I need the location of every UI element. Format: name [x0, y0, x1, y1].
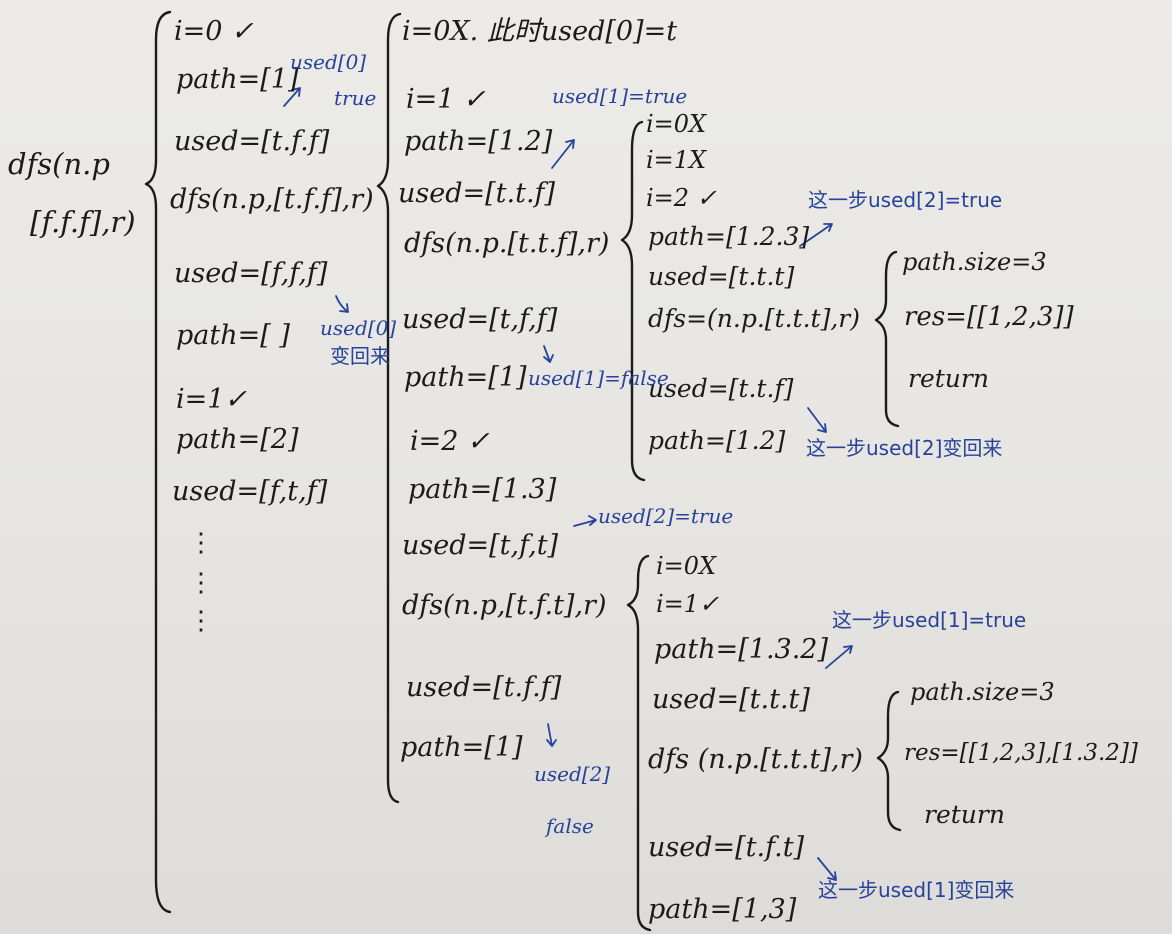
- l3b-i0: i=0X: [656, 552, 717, 580]
- l1-continuation-dots-1: ⋮: [188, 528, 214, 558]
- brace-level3a: [620, 120, 646, 482]
- l1-i0: i=0 ✓: [174, 16, 254, 47]
- note-used2: used[2]: [534, 762, 611, 786]
- l2b-i2: i=2 ✓: [410, 426, 490, 457]
- l2a-used-restore: used=[t,f,f]: [402, 304, 558, 335]
- l3a-used-restore: used=[t.t.f]: [648, 374, 794, 403]
- l3a-i2: i=2 ✓: [646, 184, 717, 212]
- l2b-used: used=[t,f,t]: [402, 530, 559, 561]
- arrow-used2-true-b: [573, 515, 597, 527]
- arrow-used0-true: [283, 87, 301, 107]
- l3b-i1: i=1✓: [656, 590, 720, 618]
- l3a-i1: i=1X: [646, 146, 707, 174]
- brace-level3b: [626, 554, 652, 932]
- l2a-i1: i=1 ✓: [406, 84, 486, 115]
- l2b-used-restore: used=[t.f.f]: [406, 672, 562, 703]
- l1-path-restore: path=[ ]: [176, 320, 290, 351]
- l1-continuation-dots-2: ⋮: [188, 568, 214, 598]
- l4b-size: path.size=3: [910, 678, 1055, 706]
- l4a-return: return: [908, 364, 989, 393]
- root-call-line2: [f.f.f],r): [30, 205, 136, 239]
- note-true: true: [334, 86, 377, 110]
- l2b-path: path=[1.3]: [408, 474, 557, 505]
- l2a-dfs: dfs(n.p.[t.t.f],r): [404, 228, 610, 259]
- note-used0-restore: used[0]: [320, 316, 397, 340]
- arrow-used1-false: [543, 345, 554, 363]
- l3b-path: path=[1.3.2]: [654, 634, 829, 665]
- arrow-used0-restore: [335, 295, 349, 313]
- brace-level1: [144, 10, 172, 914]
- l1-used: used=[t.f.f]: [174, 126, 330, 157]
- note-step-used1-restore: 这一步used[1]变回来: [818, 878, 1015, 902]
- brace-level2: [376, 12, 402, 804]
- arrow-used2-true-a: [799, 223, 833, 247]
- l3a-used: used=[t.t.t]: [648, 262, 795, 291]
- l1-used-restore: used=[f,f,f]: [174, 258, 328, 289]
- l2a-i0: i=0X. 此时used[0]=t: [402, 16, 678, 47]
- l1-dfs: dfs(n.p,[t.f.f],r): [170, 184, 374, 215]
- l4b-return: return: [924, 800, 1005, 829]
- note-false: false: [546, 814, 594, 838]
- l2a-path-restore: path=[1]: [404, 362, 527, 393]
- l1-used2: used=[f,t,f]: [172, 476, 328, 507]
- l1-path: path=[1]: [176, 64, 299, 95]
- l1-path2: path=[2]: [176, 424, 299, 455]
- l3b-path-restore: path=[1,3]: [648, 894, 797, 925]
- l3a-dfs: dfs=(n.p.[t.t.t],r): [648, 304, 860, 333]
- root-call-line1: dfs(n.p: [8, 147, 110, 181]
- arrow-used1-true: [551, 139, 575, 169]
- note-used0: used[0]: [290, 50, 367, 74]
- arrow-used2-false: [546, 723, 557, 747]
- l2b-dfs: dfs(n.p,[t.f.t],r): [402, 590, 607, 621]
- l3b-used: used=[t.t.t]: [652, 684, 810, 715]
- arrow-used1-true-b: [825, 645, 853, 669]
- note-step-used2-true: 这一步used[2]=true: [808, 188, 1003, 212]
- l4a-size: path.size=3: [902, 248, 1047, 276]
- l1-continuation-dots-3: ⋮: [188, 606, 214, 636]
- l3a-i0: i=0X: [646, 110, 707, 138]
- note-used1-false: used[1]=false: [528, 366, 669, 390]
- note-step-used1-true: 这一步used[1]=true: [832, 608, 1027, 632]
- l2a-used: used=[t.t.f]: [398, 178, 556, 209]
- brace-level4a: [874, 250, 900, 428]
- arrow-used1-restore-b: [817, 857, 837, 881]
- brace-level4b: [876, 690, 902, 832]
- l2a-path: path=[1.2]: [404, 126, 553, 157]
- l4a-res: res=[[1,2,3]]: [904, 302, 1074, 332]
- l3a-path: path=[1.2.3]: [648, 222, 810, 251]
- note-used1-true: used[1]=true: [552, 84, 688, 108]
- l2b-path-restore: path=[1]: [400, 732, 523, 763]
- l1-i1: i=1✓: [176, 384, 248, 415]
- l3b-dfs: dfs (n.p.[t.t.t],r): [648, 744, 863, 775]
- l3a-path-restore: path=[1.2]: [648, 426, 786, 455]
- l3b-used-restore: used=[t.f.t]: [648, 832, 805, 863]
- arrow-used2-restore-a: [807, 407, 827, 433]
- l4b-res: res=[[1,2,3],[1.3.2]]: [904, 740, 1138, 766]
- note-step-used2-restore: 这一步used[2]变回来: [806, 436, 1003, 460]
- note-used2-true: used[2]=true: [598, 504, 734, 528]
- note-restore-cn: 变回来: [330, 344, 390, 368]
